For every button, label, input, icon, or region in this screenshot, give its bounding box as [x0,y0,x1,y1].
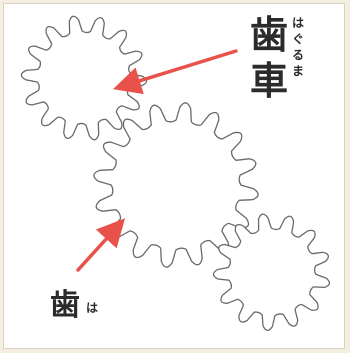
gear-label-kanji-1: 歯 [250,13,288,57]
tooth-label-kanji: 歯 [50,288,80,323]
gear-center [93,102,259,268]
gear-label-ruby-3: る [292,48,304,62]
gear-label-ruby-2: ぐ [292,32,304,46]
gear-top-left [20,15,148,141]
tooth-arrow [76,218,126,272]
gear-bottom-right [212,213,331,332]
gear-arrow [112,49,238,95]
gears-group [20,15,331,332]
gear-label-ruby-1: は [292,16,304,30]
gear-label-kanji-2: 車 [250,59,288,103]
gear-label-ruby-4: ま [292,64,304,78]
tooth-label-ruby: は [86,301,98,315]
